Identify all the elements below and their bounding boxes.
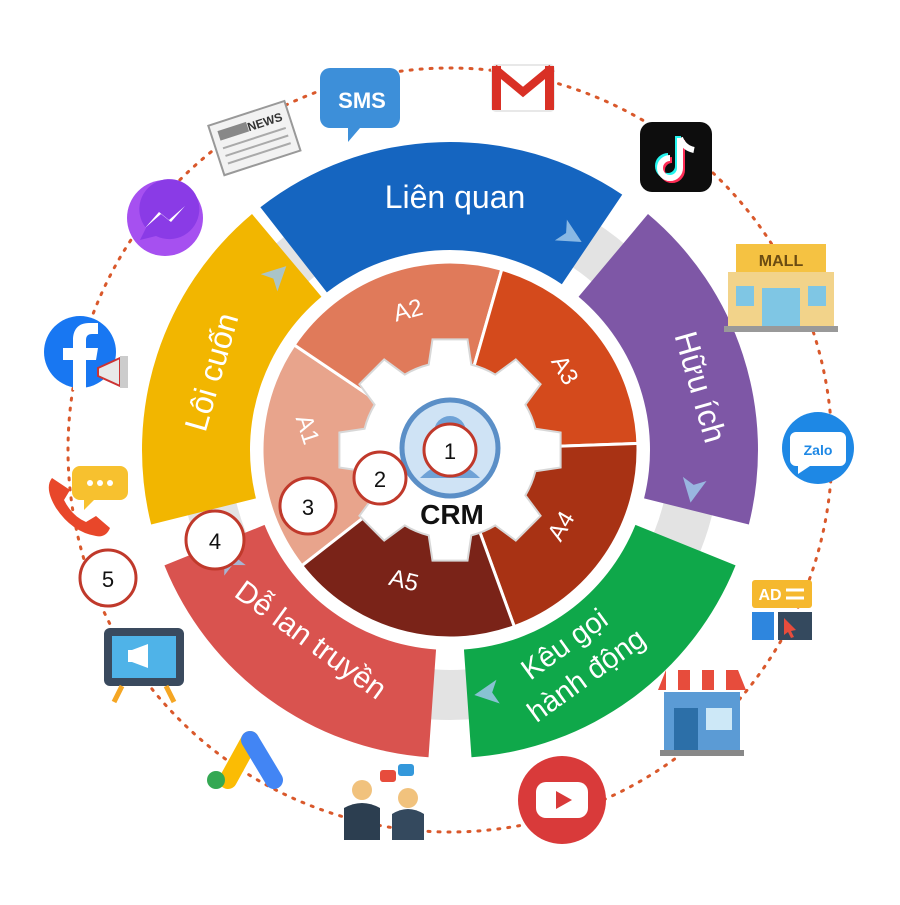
step-5: 5: [78, 548, 138, 608]
people-talking-icon: [344, 764, 424, 840]
step-4: 4: [184, 509, 246, 571]
presentation-board-icon: [104, 628, 184, 704]
youtube-icon: [518, 756, 606, 844]
step-2-number: 2: [374, 467, 386, 492]
chat-bubble-icon: [72, 466, 128, 510]
megaphone-icon: [97, 356, 128, 388]
ring-arrow-3: [474, 679, 500, 704]
segment-label-lien-quan: Liên quan: [385, 179, 526, 215]
advertising-icon-text: AD: [758, 587, 781, 604]
step-2: 2: [352, 450, 408, 506]
shop-store-icon: [658, 670, 746, 756]
segment-keu-goi: [463, 524, 736, 758]
step-1: 1: [422, 422, 478, 478]
center-label-crm: CRM: [420, 499, 484, 530]
newspaper-icon: NEWS: [207, 99, 302, 177]
ring-arrow-1: [554, 219, 582, 242]
phone-call-icon: [48, 478, 110, 537]
sms-icon-text: SMS: [338, 88, 386, 113]
step-3: 3: [278, 476, 338, 536]
step-4-number: 4: [209, 529, 221, 554]
ring-arrow-5: [260, 266, 287, 292]
messenger-icon: [127, 179, 203, 256]
mall-icon-text: MALL: [759, 253, 804, 270]
segment-de-lan-truyen: [164, 524, 437, 758]
gmail-icon: [491, 64, 555, 112]
ring-arrow-2: [682, 476, 707, 503]
segment-lien-quan: [260, 142, 623, 293]
step-1-number: 1: [444, 439, 456, 464]
segment-loi-cuon: [142, 214, 322, 525]
tiktok-icon: [640, 122, 712, 192]
advertising-icon: AD: [752, 580, 812, 640]
step-5-number: 5: [102, 567, 114, 592]
sms-icon: SMS: [320, 68, 400, 142]
google-ads-icon: [207, 731, 283, 789]
step-3-number: 3: [302, 495, 314, 520]
outer-segments: [142, 142, 758, 758]
zalo-icon: Zalo: [782, 412, 854, 484]
mall-icon: MALL: [724, 244, 838, 332]
segment-huu-ich: [578, 214, 758, 525]
zalo-icon-text: Zalo: [804, 442, 833, 458]
